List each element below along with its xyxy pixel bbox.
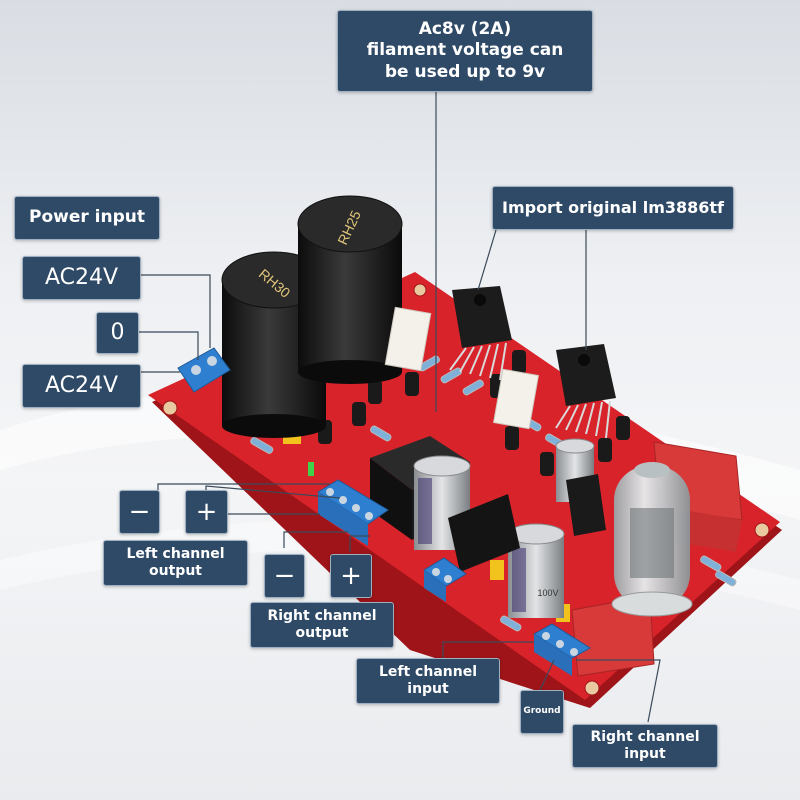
power-input-text: Power input [28,207,145,228]
ac24v-bottom-text: AC24V [44,373,119,399]
right-output-plus: + [330,554,372,598]
ground-text: Ground [523,706,561,717]
power-terminal-block [177,347,231,393]
zero-label: 0 [96,312,139,354]
power-input-label: Power input [14,196,160,240]
ground-label: Ground [520,690,564,734]
right-plus-symbol: + [340,560,362,591]
bridge-rectifier [448,494,520,572]
filament-terminal-block [423,557,467,602]
ac24v-top-text: AC24V [44,265,119,291]
left-input-line-1: Left channel [378,663,477,680]
filter-capacitor-rh25: RH25 [297,195,403,384]
ac24v-top-label: AC24V [22,256,141,300]
connector-lines [139,92,661,723]
right-input-line-2: input [624,746,666,762]
ac24v-bottom-label: AC24V [22,364,141,408]
input-terminal-block [533,623,591,676]
left-input-line-2: input [407,681,449,697]
right-output-line-1: Right channel [267,607,377,624]
right-output-label: Right channel output [250,602,394,648]
left-input-label: Left channel input [356,658,500,704]
right-minus-symbol: − [273,560,296,591]
left-output-line-1: Left channel [126,545,225,562]
left-output-plus: + [185,490,228,534]
left-output-minus: − [119,490,160,534]
yellow-capacitor [490,560,504,580]
filament-voltage-label: Ac8v (2A) filament voltage can be used u… [337,10,593,92]
ceramic-resistor [493,368,539,430]
right-output-minus: − [264,554,305,598]
lm3886-chip-right [555,344,616,439]
voltage-regulator [566,474,606,536]
zero-text: 0 [110,320,125,346]
ceramic-resistor [384,306,432,372]
led-indicator [308,462,314,476]
filament-line-3: be used up to 9v [384,61,546,82]
right-input-label: Right channel input [572,724,718,768]
filament-line-2: filament voltage can [366,40,564,61]
small-capacitors [318,350,630,476]
left-output-label: Left channel output [103,540,248,586]
left-output-line-2: output [149,563,202,579]
vacuum-tube [611,462,693,617]
left-minus-symbol: − [128,496,151,527]
small-cap-marking: 100V [537,588,558,598]
output-terminal-block [317,479,389,546]
lm3886-chip-left [449,286,512,381]
filament-line-1: Ac8v (2A) [418,19,512,40]
resistors [250,355,737,632]
right-output-line-2: output [295,625,349,641]
right-input-line-1: Right channel [590,728,700,745]
left-plus-symbol: + [195,496,218,527]
chip-label: Import original lm3886tf [492,186,734,230]
chip-label-text: Import original lm3886tf [501,198,725,217]
